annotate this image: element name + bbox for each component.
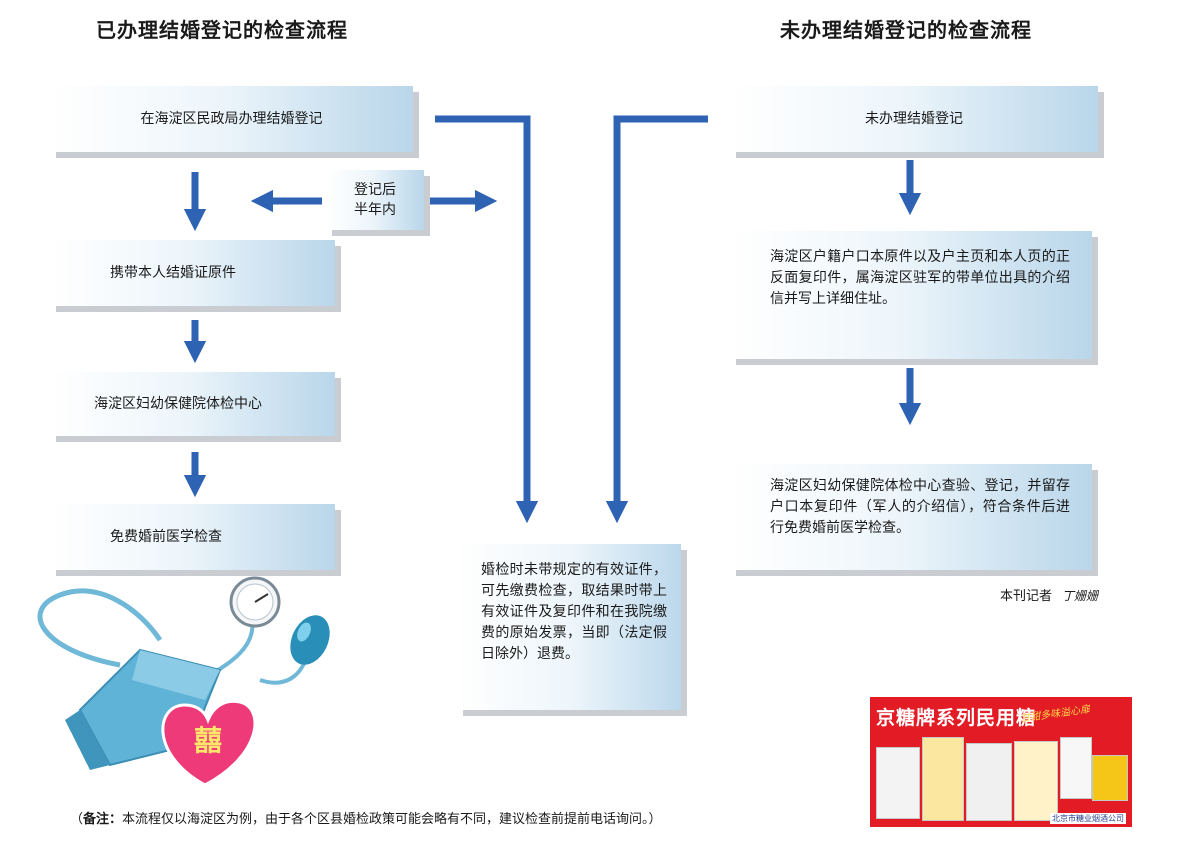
left-step-center-text: 海淀区妇幼保健院体检中心	[94, 395, 262, 412]
footnote-label: 备注：	[83, 812, 123, 827]
blood-pressure-illustration: 囍	[37, 576, 330, 787]
sugar-package-icon	[1014, 741, 1058, 821]
pump-bulb-icon	[290, 615, 330, 665]
right-step-documents-text: 海淀区户籍户口本原件以及户主页和本人页的正反面复印件，属海淀区驻军的带单位出具的…	[770, 249, 1070, 307]
reporter-label: 本刊记者	[1000, 589, 1053, 604]
left-step-certificate: 携带本人结婚证原件	[50, 240, 335, 306]
right-flow-title: 未办理结婚登记的检查流程	[780, 18, 1032, 42]
ad-title: 京糖牌系列民用糖	[876, 707, 1037, 729]
left-flow-title: 已办理结婚登记的检查流程	[96, 18, 348, 42]
pressure-gauge-icon	[229, 576, 281, 628]
left-step-center: 海淀区妇幼保健院体检中心	[50, 372, 335, 436]
sugar-advertisement: 京糖牌系列民用糖 甘甜多味溢心扉 北京市糖业烟酒公司	[870, 697, 1132, 827]
time-condition-line2: 半年内	[354, 202, 396, 218]
center-note-box: 婚检时未带规定的有效证件，可先缴费检查，取结果时带上有效证件及复印件和在我院缴费…	[457, 544, 681, 710]
left-step-certificate-text: 携带本人结婚证原件	[110, 264, 236, 281]
tube-icon	[37, 588, 163, 668]
connector-right-to-note	[605, 115, 708, 524]
center-note-text: 婚检时未带规定的有效证件，可先缴费检查，取结果时带上有效证件及复印件和在我院缴费…	[481, 562, 667, 662]
time-condition-box: 登记后 半年内	[326, 170, 424, 230]
sugar-package-icon	[1060, 737, 1092, 799]
sugar-package-icon	[876, 747, 920, 819]
sugar-package-icon	[966, 743, 1012, 821]
right-step-unregistered: 未办理结婚登记	[730, 86, 1098, 152]
right-step-documents: 海淀区户籍户口本原件以及户主页和本人页的正反面复印件，属海淀区驻军的带单位出具的…	[730, 231, 1092, 359]
connector-left-to-note	[435, 115, 539, 524]
ad-maker: 北京市糖业烟酒公司	[1050, 813, 1126, 824]
left-step-register-text: 在海淀区民政局办理结婚登记	[140, 110, 323, 127]
sugar-package-icon	[1092, 755, 1128, 801]
left-step-exam-text: 免费婚前医学检查	[110, 528, 222, 545]
heart-text: 囍	[194, 724, 222, 757]
right-step-unregistered-text: 未办理结婚登记	[865, 110, 963, 127]
footnote-open: （	[70, 812, 84, 827]
heart-icon: 囍	[161, 699, 257, 787]
left-step-register: 在海淀区民政局办理结婚登记	[50, 86, 413, 152]
sugar-package-icon	[922, 737, 964, 821]
footnote-text: 本流程仅以海淀区为例，由于各个区县婚检政策可能会略有不同，建议检查前提前电话询问…	[122, 812, 662, 827]
reporter-credit: 本刊记者丁姗姗	[1000, 585, 1098, 604]
footnote: （备注：本流程仅以海淀区为例，由于各个区县婚检政策可能会略有不同，建议检查前提前…	[70, 808, 662, 827]
reporter-name: 丁姗姗	[1062, 589, 1099, 603]
right-step-verify: 海淀区妇幼保健院体检中心查验、登记，并留存户口本复印件（军人的介绍信），符合条件…	[730, 464, 1092, 570]
right-step-verify-text: 海淀区妇幼保健院体检中心查验、登记，并留存户口本复印件（军人的介绍信），符合条件…	[770, 478, 1070, 536]
left-step-exam: 免费婚前医学检查	[50, 504, 335, 570]
time-condition-line1: 登记后	[354, 182, 396, 198]
